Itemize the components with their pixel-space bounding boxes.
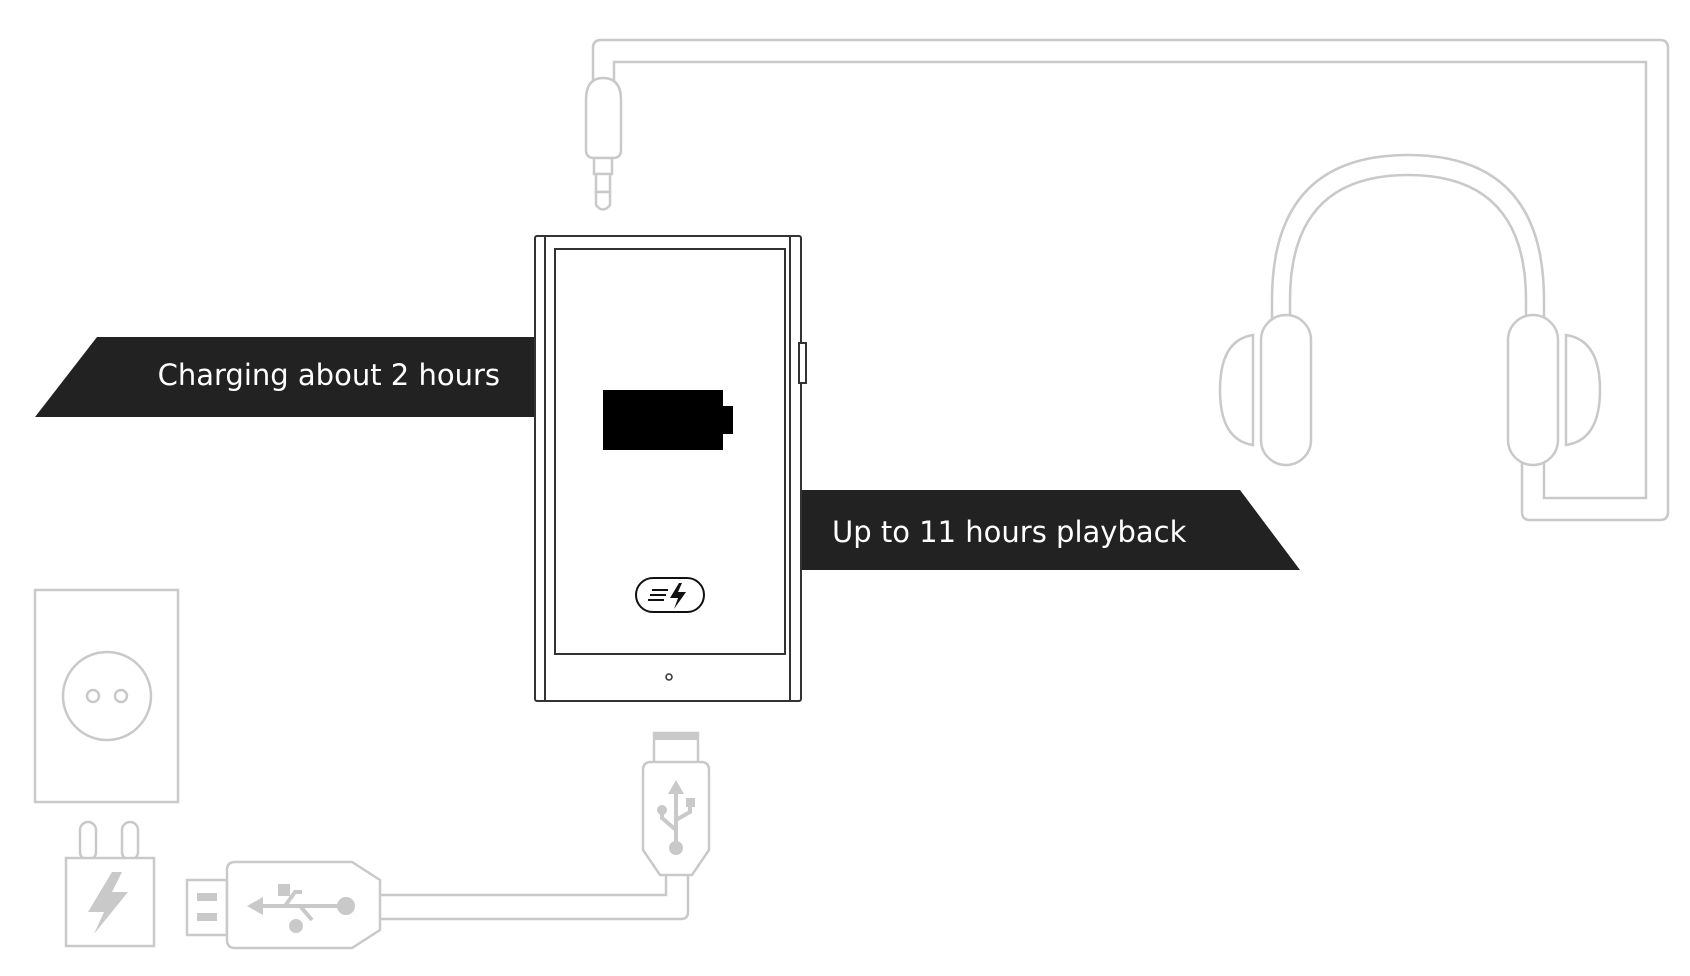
audio-jack-icon	[584, 76, 623, 211]
usb-a-connector-icon	[185, 860, 382, 950]
headphones-icon	[1218, 153, 1602, 467]
charging-label: Charging about 2 hours	[158, 358, 500, 392]
usb-c-connector-icon	[641, 731, 711, 877]
device-home-dot	[665, 673, 673, 681]
wall-outlet-icon	[33, 588, 180, 804]
device-side-button	[798, 342, 807, 384]
playback-label: Up to 11 hours playback	[832, 515, 1187, 549]
playback-banner: Up to 11 hours playback	[795, 490, 1300, 570]
usb-cable	[380, 875, 690, 921]
charging-banner: Charging about 2 hours	[35, 337, 535, 417]
playback-banner-shape	[795, 490, 1300, 570]
battery-full-icon	[603, 390, 733, 450]
audio-player-device	[534, 235, 807, 702]
charging-banner-shape	[35, 337, 535, 417]
wall-charger-icon	[64, 820, 156, 948]
fast-charge-icon	[635, 577, 705, 613]
headphone-cable	[591, 38, 1670, 522]
